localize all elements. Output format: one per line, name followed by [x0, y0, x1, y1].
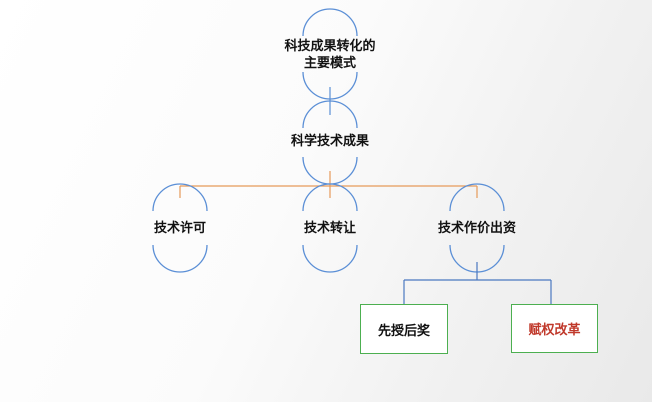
level2-node-license: 技术许可 — [153, 221, 206, 236]
root-node-line2: 主要模式 — [303, 56, 356, 71]
root-node-line1: 科技成果转化的 — [284, 39, 376, 54]
level2-1-top-arc — [152, 183, 208, 212]
level2-node-equity: 技术作价出资 — [437, 221, 516, 236]
level1-top-arc — [302, 100, 358, 129]
level2-2-bottom-arc — [302, 244, 358, 273]
root-node-top-arc — [302, 8, 358, 37]
level3-box-reward-first: 先授后奖 — [360, 304, 448, 354]
level2-3-top-arc — [449, 183, 505, 212]
level1-node: 科学技术成果 — [290, 134, 369, 149]
root-node-title: 科技成果转化的 主要模式 — [250, 38, 410, 72]
level2-1-bottom-arc — [152, 244, 208, 273]
level2-to-level3-connector — [403, 262, 552, 304]
level2-2-top-arc — [302, 183, 358, 212]
level2-node-transfer: 技术转让 — [303, 221, 356, 236]
level3-box-rights-reform: 赋权改革 — [511, 304, 598, 353]
